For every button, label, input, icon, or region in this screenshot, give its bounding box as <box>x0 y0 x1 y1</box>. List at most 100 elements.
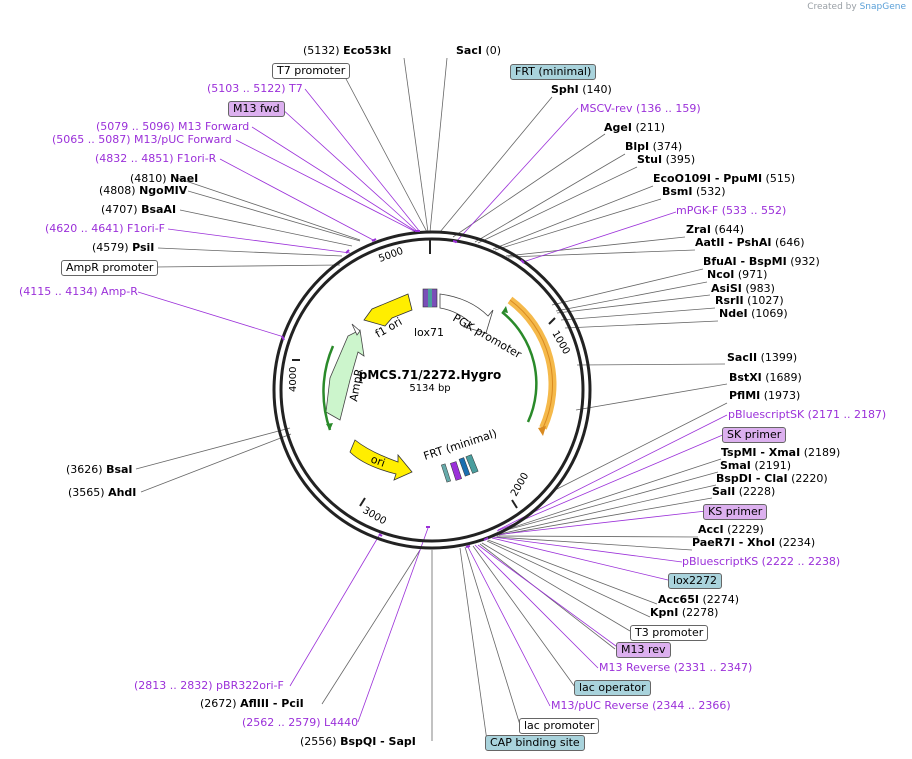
enzyme-name: EcoO109I <box>653 172 711 185</box>
lox71-inner <box>428 289 432 307</box>
enzyme-name: RsrII <box>715 294 744 307</box>
orange-arc-outline <box>509 299 553 429</box>
enzyme-name-alt: - PpuMI <box>711 172 763 185</box>
label-naei: (4810) NaeI <box>130 172 198 186</box>
label-t7prom: T7 promoter <box>272 63 351 79</box>
feature-label: lac operator <box>579 681 646 694</box>
label-mpgk: mPGK-F (533 .. 552) <box>676 204 786 218</box>
enzyme-name: BstXI <box>729 371 762 384</box>
feature-label: M13 fwd <box>233 102 280 115</box>
site-position: (2229) <box>727 523 764 536</box>
primer-label: (4832 .. 4851) F1ori-R <box>95 152 217 165</box>
label-agei: AgeI (211) <box>604 121 665 135</box>
enzyme-name: BlpI <box>625 140 650 153</box>
site-position: (532) <box>696 185 726 198</box>
label-ncoi: NcoI (971) <box>707 268 767 282</box>
label-bfuai: BfuAI - BspMI (932) <box>703 255 820 269</box>
enzyme-name: BsaI <box>106 463 133 476</box>
enzyme-name: PsiI <box>132 241 155 254</box>
label-ahdi: (3565) AhdI <box>68 486 136 500</box>
label-lox2272: lox2272 <box>668 573 722 589</box>
enzyme-name: AsiSI <box>711 282 742 295</box>
green-arc-left <box>322 345 335 431</box>
enzyme-name: BsmI <box>662 185 693 198</box>
enzyme-name: SphI <box>551 83 579 96</box>
label-frtmin: FRT (minimal) <box>510 64 597 80</box>
label-bsaai: (4707) BsaAI <box>101 203 176 217</box>
enzyme-name: SacI <box>456 44 482 57</box>
outer-ring <box>272 230 592 550</box>
plasmid-length: 5134 bp <box>409 383 451 394</box>
label-m13forward: (5079 .. 5096) M13 Forward <box>96 120 249 134</box>
site-position: (1399) <box>760 351 798 364</box>
feature-label: M13 rev <box>621 643 666 656</box>
frt-block-3 <box>458 457 471 477</box>
tick-label-1000: 1000 <box>549 329 571 357</box>
enzyme-name-alt: - PshAI <box>724 236 772 249</box>
ori-arrow <box>349 439 413 481</box>
primer-ticks <box>281 230 525 548</box>
enzyme-name: PaeR7I <box>692 536 735 549</box>
tick-label-2000: 2000 <box>509 471 531 499</box>
site-position: (2189) <box>803 446 841 459</box>
ampr-arrow <box>325 329 365 421</box>
site-position: (1973) <box>763 389 801 402</box>
label-t7: (5103 .. 5122) T7 <box>207 82 303 96</box>
site-position: (2234) <box>778 536 816 549</box>
site-position: (140) <box>582 83 612 96</box>
site-position: (1027) <box>747 294 784 307</box>
branding-name: SnapGene <box>859 2 906 12</box>
primer-label: pBluescriptSK (2171 .. 2187) <box>728 408 887 421</box>
enzyme-name: BspQI <box>340 735 377 748</box>
site-position: (2278) <box>681 606 719 619</box>
label-rsrii: RsrII (1027) <box>715 294 784 308</box>
enzyme-name: SmaI <box>720 459 751 472</box>
label-stui: StuI (395) <box>637 153 695 167</box>
label-smai: SmaI (2191) <box>720 459 791 473</box>
label-m13fwd: M13 fwd <box>228 101 285 117</box>
site-position: (983) <box>745 282 775 295</box>
label-m13reverse: M13 Reverse (2331 .. 2347) <box>599 661 752 675</box>
plasmid-name: pMCS.71/2272.Hygro <box>358 368 502 382</box>
label-lacop: lac operator <box>574 680 651 696</box>
enzyme-name-alt: - PciI <box>269 697 304 710</box>
label-m13pucrev: M13/pUC Reverse (2344 .. 2366) <box>551 699 731 713</box>
site-position: (971) <box>737 268 768 281</box>
label-tspmi: TspMI - XmaI (2189) <box>721 446 840 460</box>
site-position: (932) <box>790 255 820 268</box>
enzyme-name: BsaAI <box>141 203 177 216</box>
orange-arc-head <box>538 426 546 436</box>
label-ksprimer: KS primer <box>703 504 768 520</box>
label-pblks: pBluescriptKS (2222 .. 2238) <box>682 555 840 569</box>
feature-label: SK primer <box>727 428 782 441</box>
site-position: (3565) <box>68 486 105 499</box>
feature-label: lac promoter <box>524 719 595 732</box>
feature-label: AmpR promoter <box>66 261 154 274</box>
branding: Created by SnapGene <box>807 2 906 12</box>
site-position: (4808) <box>99 184 136 197</box>
label-f1orif: (4620 .. 4641) F1ori-F <box>45 222 165 236</box>
enzyme-name-alt: - SapI <box>376 735 416 748</box>
site-position: (1069) <box>751 307 788 320</box>
primer-label: M13 Reverse (2331 .. 2347) <box>599 661 753 674</box>
enzyme-name-alt: - ClaI <box>752 472 788 485</box>
primer-leader-lines <box>137 88 728 723</box>
label-m13rev: M13 rev <box>616 642 671 658</box>
enzyme-name: AgeI <box>604 121 632 134</box>
enzyme-name: Eco53kI <box>343 44 392 57</box>
primer-label: (4115 .. 4134) Amp-R <box>19 285 138 298</box>
enzyme-name: AhdI <box>108 486 137 499</box>
site-position: (4810) <box>130 172 167 185</box>
label-bspqi: (2556) BspQI - SapI <box>300 735 416 749</box>
feature-arrows <box>325 288 494 483</box>
ampr-label: AmpR <box>347 368 366 403</box>
green-arc-right-head <box>502 306 508 313</box>
label-pbr322: (2813 .. 2832) pBR322ori-F <box>134 679 284 693</box>
label-bsai: (3626) BsaI <box>66 463 133 477</box>
enzyme-name: NgoMIV <box>139 184 188 197</box>
label-acci: AccI (2229) <box>698 523 764 537</box>
site-position: (4707) <box>101 203 138 216</box>
ori-label: ori <box>369 453 387 470</box>
pgk-promoter-arrow <box>439 293 494 334</box>
site-position: (2191) <box>754 459 791 472</box>
